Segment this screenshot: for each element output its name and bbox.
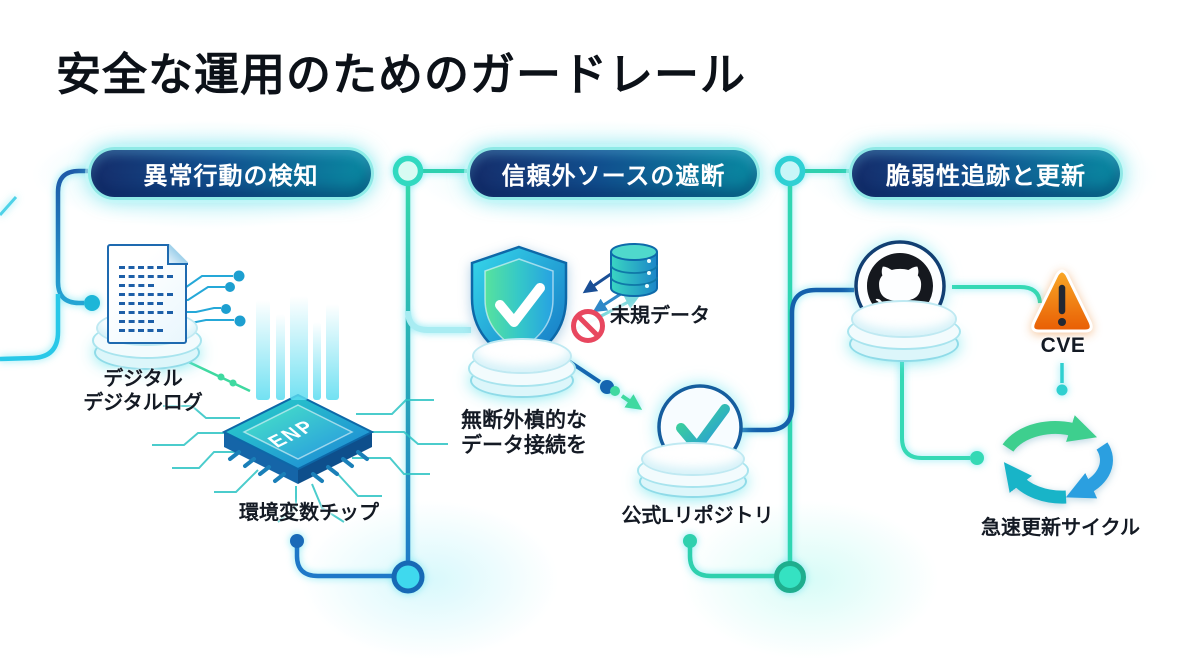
wire-repo-github	[741, 287, 854, 433]
wire-repo-node	[687, 547, 775, 579]
node-doc-dot	[84, 295, 100, 311]
cve-label: CVE	[1040, 334, 1086, 357]
doc-circuit-dots	[221, 270, 246, 327]
pill-vulnerability-updates: 脆弱性追跡と更新	[849, 147, 1123, 200]
pill-untrusted-blocking: 信頼外ソースの遮断	[467, 147, 760, 200]
official-repo-label: 公式Lリポジトリ	[621, 505, 774, 527]
shield-checkmark	[495, 283, 545, 327]
wire-github-cycle	[900, 352, 970, 460]
dot-chip	[290, 534, 304, 548]
dot-doc-chip-1	[217, 373, 225, 381]
update-cycle-icon	[1002, 415, 1113, 504]
digital-log-label: デジタル デジタルログ	[83, 368, 203, 414]
wire-left-exit	[0, 294, 61, 362]
log-lines	[119, 266, 173, 338]
arrow-to-repo	[620, 394, 643, 410]
wire-branch-shield	[405, 310, 471, 333]
wire-github-cve	[952, 285, 1042, 304]
pill-anomaly-label: 異常行動の検知	[143, 163, 319, 190]
check-platform	[637, 442, 749, 498]
pill-vulnerability-label: 脆弱性追跡と更新	[886, 163, 1086, 190]
dot-cve-down	[1056, 384, 1068, 396]
chip-light-beams	[250, 296, 350, 400]
warning-triangle-icon	[1031, 269, 1093, 333]
dot-doc-chip-2	[229, 379, 237, 387]
unregistered-data-label: 未規データ	[610, 305, 710, 327]
chip-pins	[228, 450, 369, 483]
github-platform	[847, 300, 961, 362]
database-icon	[610, 243, 658, 297]
env-chip-icon: ENP	[221, 393, 375, 484]
dot-cycle-left	[970, 451, 984, 465]
wire-chip-node	[294, 547, 392, 579]
document-log-icon	[107, 243, 188, 344]
node-bottom-mid	[391, 560, 425, 594]
node-ring-1	[392, 155, 424, 187]
database-dots	[645, 259, 651, 288]
dot-shield-repo-teal	[610, 386, 620, 396]
node-ring-2	[774, 155, 806, 187]
wire-left-stub	[0, 196, 18, 216]
shield-caption-label: 無断外槙的な データ接続を	[461, 409, 587, 457]
pill-anomaly-detection: 異常行動の検知	[88, 147, 374, 200]
node-bottom-right	[774, 561, 806, 593]
pill-blocking-label: 信頼外ソースの遮断	[501, 163, 726, 190]
env-chip-label: 環境変数チップ	[239, 502, 379, 524]
prohibition-icon	[571, 309, 605, 343]
dot-repo	[683, 534, 697, 548]
page-fold	[166, 243, 188, 265]
shield-platform	[468, 338, 576, 398]
page-title: 安全な運用のためのガードレール	[56, 49, 747, 100]
shield-check-icon	[470, 245, 568, 366]
wire-pill1-left	[55, 168, 88, 306]
update-cycle-label: 急速更新サイクル	[981, 517, 1140, 539]
